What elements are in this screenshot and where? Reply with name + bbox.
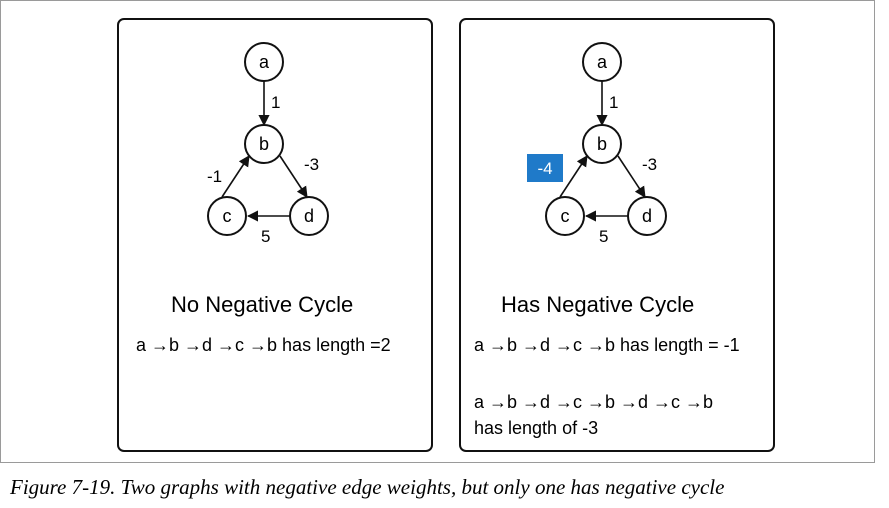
path-length-line-1: a →b →d →c →b has length = -1 xyxy=(474,335,740,355)
node-c: c xyxy=(545,196,585,236)
edge-a-b-weight: 1 xyxy=(271,93,280,112)
node-d-label: d xyxy=(642,206,652,226)
node-a: a xyxy=(244,42,284,82)
panel-heading: Has Negative Cycle xyxy=(501,292,695,317)
path-length-line-1: a →b →d →c →b has length =2 xyxy=(136,335,391,355)
node-d-label: d xyxy=(304,206,314,226)
graph-diagram-left: a b c d 1 -3 5 -1 xyxy=(207,42,329,246)
figure-caption: Figure 7-19. Two graphs with negative ed… xyxy=(10,475,725,499)
path-length-line-3: has length of -3 xyxy=(474,418,599,438)
node-c: c xyxy=(207,196,247,236)
path-length-line-2: a →b →d →c →b →d →c →b xyxy=(474,392,714,412)
edge-c-b-weight: -1 xyxy=(207,167,222,186)
node-d: d xyxy=(627,196,667,236)
node-c-label: c xyxy=(223,206,232,226)
node-a-label: a xyxy=(259,52,270,72)
edge-b-d-weight: -3 xyxy=(304,155,319,174)
node-b-label: b xyxy=(597,134,607,154)
graph-panel-no-negative-cycle: a b c d 1 -3 5 -1 No Negative Cycle a →b… xyxy=(117,18,433,452)
edge-d-c-weight: 5 xyxy=(599,227,608,246)
edge-b-d xyxy=(617,155,646,198)
node-b-label: b xyxy=(259,134,269,154)
edge-c-b xyxy=(221,155,250,198)
node-b: b xyxy=(244,124,284,164)
node-a-label: a xyxy=(597,52,608,72)
graph-diagram-right: a b c d 1 -3 5 -4 xyxy=(527,42,667,246)
graph-panel-has-negative-cycle: a b c d 1 -3 5 -4 Has Negative Cycl xyxy=(459,18,775,452)
node-b: b xyxy=(582,124,622,164)
node-d: d xyxy=(289,196,329,236)
highlighted-negative-weight: -4 xyxy=(527,154,563,182)
figure-frame: a b c d 1 -3 5 -1 No Negative Cycle a →b… xyxy=(0,0,875,463)
node-a: a xyxy=(582,42,622,82)
panel-heading: No Negative Cycle xyxy=(171,292,354,317)
edge-a-b-weight: 1 xyxy=(609,93,618,112)
edge-b-d xyxy=(279,155,308,198)
edge-c-b-weight: -4 xyxy=(537,159,552,178)
edge-b-d-weight: -3 xyxy=(642,155,657,174)
edge-d-c-weight: 5 xyxy=(261,227,270,246)
edge-c-b xyxy=(559,155,588,198)
node-c-label: c xyxy=(561,206,570,226)
